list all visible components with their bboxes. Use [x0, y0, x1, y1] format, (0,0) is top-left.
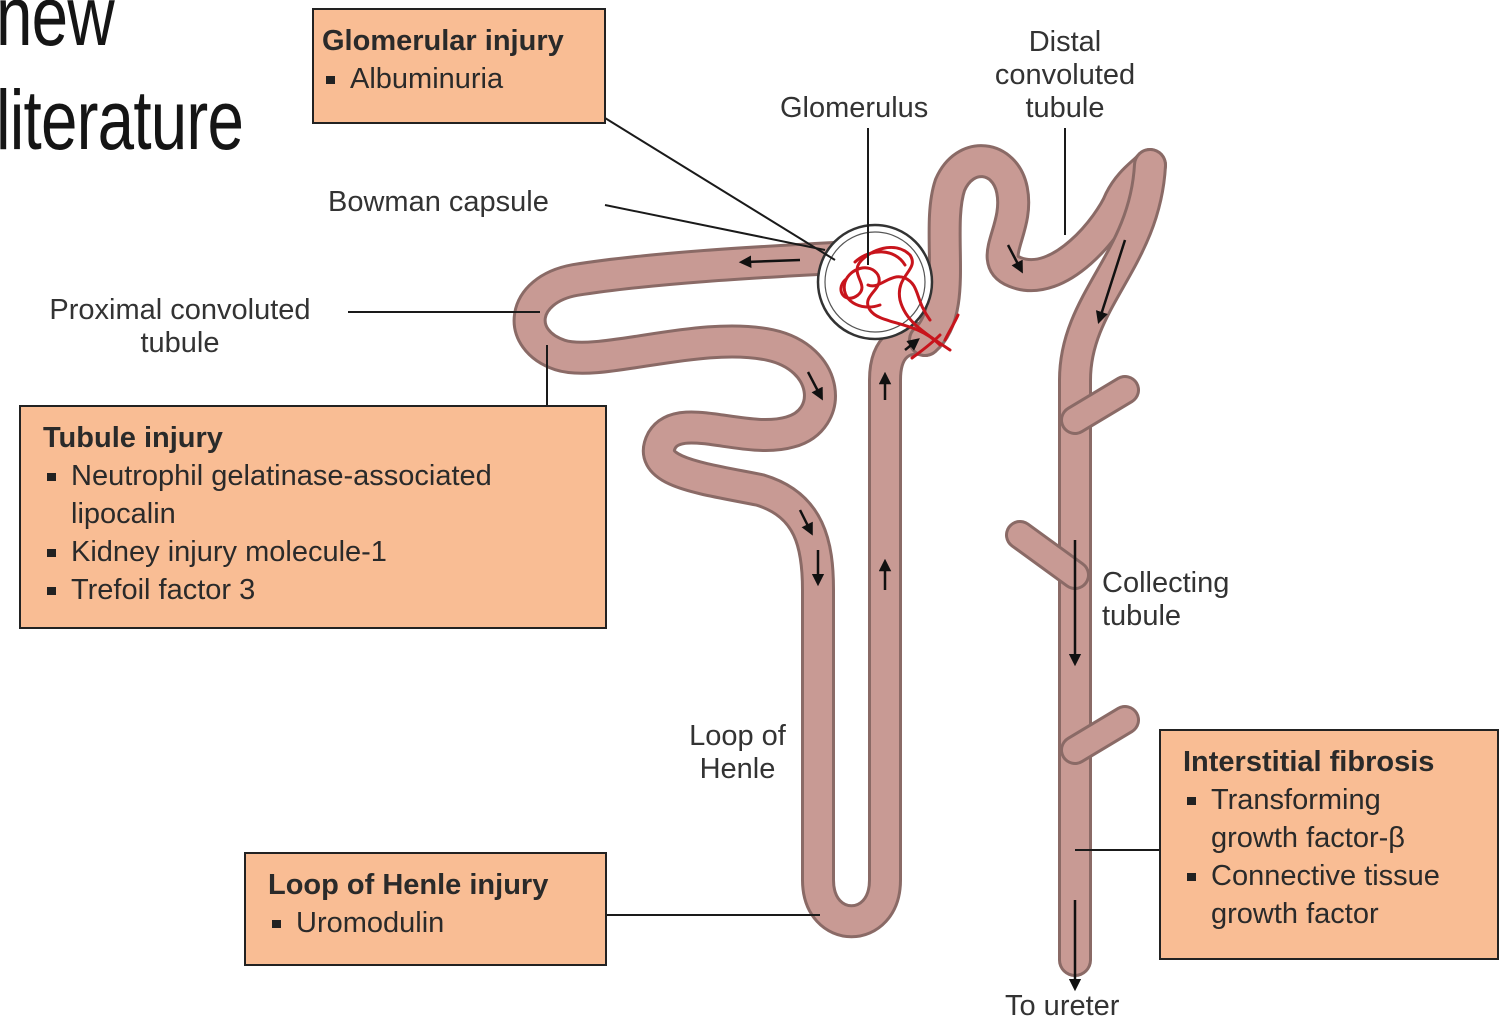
distal-label-line1: Distal [975, 26, 1155, 59]
tubule-injury-title: Tubule injury [43, 419, 591, 457]
distal-label-line2: convoluted [975, 59, 1155, 92]
distal-label-line3: tubule [975, 92, 1155, 125]
ureter-label: To ureter [1005, 990, 1119, 1023]
leader-glomerular [605, 118, 835, 260]
collecting-label: Collecting tubule [1102, 567, 1229, 633]
proximal-label-line2: tubule [20, 327, 340, 360]
glomerulus-label: Glomerulus [780, 92, 928, 125]
proximal-label-line1: Proximal convoluted [20, 294, 340, 327]
interstitial-fibrosis-title: Interstitial fibrosis [1183, 743, 1493, 781]
collecting-label-line1: Collecting [1102, 567, 1229, 600]
loop-injury-box: Loop of Henle injury Uromodulin [244, 852, 607, 966]
bowman-capsule [818, 225, 932, 339]
bowman-capsule-label: Bowman capsule [328, 186, 549, 219]
glomerular-injury-list: Albuminuria [322, 60, 590, 98]
leader-bowman [605, 205, 825, 250]
loop-label: Loop of Henle [670, 720, 805, 786]
list-item: Albuminuria [322, 60, 590, 98]
collecting-tubule [1075, 165, 1150, 960]
list-item: Trefoil factor 3 [43, 571, 591, 609]
list-item: Uromodulin [268, 904, 591, 942]
glomerular-injury-box: Glomerular injury Albuminuria [312, 8, 606, 124]
collecting-label-line2: tubule [1102, 600, 1229, 633]
loop-injury-title: Loop of Henle injury [268, 866, 591, 904]
list-item: Kidney injury molecule-1 [43, 533, 591, 571]
loop-injury-list: Uromodulin [268, 904, 591, 942]
glomerular-injury-title: Glomerular injury [322, 22, 590, 60]
loop-label-line1: Loop of [670, 720, 805, 753]
proximal-label: Proximal convoluted tubule [20, 294, 340, 360]
loop-label-line2: Henle [670, 753, 805, 786]
tubule-injury-box: Tubule injury Neutrophil gelatinase-asso… [19, 405, 607, 629]
distal-label: Distal convoluted tubule [975, 26, 1155, 125]
